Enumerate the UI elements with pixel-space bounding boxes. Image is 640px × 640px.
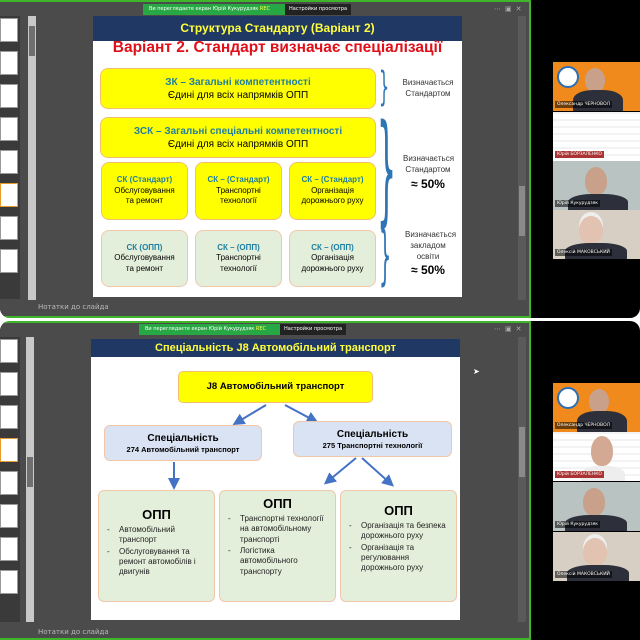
- more-icon[interactable]: ⋯: [494, 325, 505, 333]
- sk-opp-box: СК – (ОПП)Організація дорожнього руху: [289, 230, 376, 287]
- slide-thumbnail[interactable]: [0, 372, 18, 396]
- slide-thumbnail[interactable]: [0, 216, 18, 240]
- sk-standard-box: СК (Стандарт)Обслуговування та ремонт: [101, 162, 188, 220]
- fullscreen-icon[interactable]: ▣: [505, 325, 516, 333]
- connector-arrows: [168, 404, 394, 490]
- rec-indicator: REC: [255, 326, 267, 332]
- mouse-cursor-icon: ➤: [473, 367, 480, 376]
- sk-standard-box: СК – (Стандарт)Транспортні технології: [195, 162, 282, 220]
- share-viewer: Ви переглядаєте екран Юрій Кукурудзяк RE…: [0, 321, 531, 640]
- participant-tile[interactable]: Юрій Кукурудзяк: [553, 161, 640, 210]
- arrow: [284, 404, 319, 423]
- zsk-box: ЗСК – Загальні спеціальні компетентності…: [100, 117, 376, 158]
- more-icon[interactable]: ⋯: [494, 5, 505, 13]
- participant-name: Олександр ЧЕРНОВОЛ: [555, 101, 613, 108]
- participant-tile[interactable]: Юрій Кукурудзяк: [553, 482, 640, 531]
- thumbnail-scrollbar[interactable]: [28, 16, 36, 300]
- participant-name: Юрій Кукурудзяк: [555, 521, 601, 528]
- brace-icon: }: [377, 100, 397, 239]
- slide-1: Структура Стандарту (Варіант 2) Варіант …: [93, 16, 462, 297]
- brace-icon: }: [379, 64, 390, 110]
- view-settings-button[interactable]: Настройки просмотра: [285, 4, 352, 15]
- slide-notes[interactable]: Нотатки до слайда: [38, 303, 109, 311]
- note-institution-50: Визначається закладом освіти≈ 50%: [405, 230, 457, 278]
- slide-scrollbar[interactable]: [518, 16, 526, 300]
- opp-box: ОППТранспортні технології на автомобільн…: [219, 490, 336, 602]
- slide-notes[interactable]: Нотатки до слайда: [38, 628, 109, 636]
- participant-tile[interactable]: Олександр ЧЕРНОВОЛ: [553, 62, 640, 111]
- slide-thumbnail[interactable]: [0, 537, 18, 561]
- slide-thumbnail[interactable]: [0, 18, 18, 42]
- slide-thumbnail-selected[interactable]: [0, 438, 18, 462]
- participant-name: Олексій МАКОВСЬКИЙ: [555, 571, 612, 578]
- participant-name: Олександр ЧЕРНОВОЛ: [555, 422, 613, 429]
- window-controls[interactable]: ⋯▣✕: [494, 325, 526, 333]
- share-viewer: Ви переглядаєте екран Юрій Кукурудзяк RE…: [0, 0, 531, 318]
- participant-tile[interactable]: Олексій МАКОВСЬКИЙ: [553, 210, 640, 259]
- slide-thumbnails[interactable]: [0, 337, 20, 622]
- participant-name: Юрій БОРЗАЛЕНКО: [555, 471, 604, 478]
- close-icon[interactable]: ✕: [515, 325, 526, 333]
- brace-icon: }: [379, 219, 392, 293]
- participant-name: Олексій МАКОВСЬКИЙ: [555, 249, 612, 256]
- slide-thumbnail[interactable]: [0, 405, 18, 429]
- slide-thumbnail[interactable]: [0, 339, 18, 363]
- slide-thumbnail-selected[interactable]: [0, 183, 18, 207]
- slide-scrollbar[interactable]: [518, 337, 526, 622]
- participant-tile[interactable]: Юрій БОРЗАЛЕНКО: [553, 112, 640, 161]
- slide-thumbnail[interactable]: [0, 504, 18, 528]
- slide-thumbnail[interactable]: [0, 51, 18, 75]
- fullscreen-icon[interactable]: ▣: [505, 5, 516, 13]
- opp-item: Автомобільний транспорт: [105, 525, 208, 546]
- screen-share-window-1: Ви переглядаєте екран Юрій Кукурудзяк RE…: [0, 0, 640, 318]
- slide-thumbnails[interactable]: [0, 16, 20, 299]
- sk-standard-box: СК – (Стандарт)Організація дорожнього ру…: [289, 162, 376, 220]
- slide-thumbnail[interactable]: [0, 150, 18, 174]
- note-standard-50: Визначається Стандартом≈ 50%: [403, 154, 455, 191]
- opp-item: Транспортні технології на автомобільному…: [226, 514, 329, 545]
- slide-thumbnail[interactable]: [0, 570, 18, 594]
- slide-thumbnail[interactable]: [0, 84, 18, 108]
- participant-tile[interactable]: Юрій БОРЗАЛЕНКО: [553, 432, 640, 481]
- screen-share-window-2: Ви переглядаєте екран Юрій Кукурудзяк RE…: [0, 321, 640, 640]
- opp-item: Обслуговування та ремонт автомобілів і д…: [105, 547, 208, 578]
- slide-thumbnail[interactable]: [0, 249, 18, 273]
- slide-header: Структура Стандарту (Варіант 2): [93, 16, 462, 41]
- arrow: [323, 457, 357, 485]
- slide-title: Варіант 2. Стандарт визначає спеціалізац…: [112, 39, 443, 56]
- thumbnail-scrollbar[interactable]: [26, 337, 34, 622]
- opp-box: ОППАвтомобільний транспортОбслуговування…: [98, 490, 215, 602]
- root-box: J8 Автомобільний транспорт: [178, 371, 373, 403]
- participant-tile[interactable]: Олександр ЧЕРНОВОЛ: [553, 383, 640, 432]
- slide-2: Спеціальність J8 Автомобільний транспорт…: [91, 339, 460, 620]
- slide-thumbnail[interactable]: [0, 471, 18, 495]
- opp-item: Організація та безпека дорожнього руху: [347, 521, 450, 542]
- sharing-banner: Ви переглядаєте екран Юрій Кукурудзяк RE…: [139, 324, 283, 335]
- participant-name: Юрій БОРЗАЛЕНКО: [555, 151, 604, 158]
- arrow: [361, 457, 394, 487]
- opp-box: ОППОрганізація та безпека дорожнього рух…: [340, 490, 457, 602]
- participant-name: Юрій Кукурудзяк: [555, 200, 601, 207]
- opp-item: Логістика автомобільного транспорту: [226, 546, 329, 577]
- close-icon[interactable]: ✕: [515, 5, 526, 13]
- note-standard: Визначається Стандартом: [402, 78, 454, 98]
- sharing-banner: Ви переглядаєте екран Юрій Кукурудзяк RE…: [143, 4, 285, 15]
- view-settings-button[interactable]: Настройки просмотра: [280, 324, 347, 335]
- sk-opp-box: СК – (ОПП)Транспортні технології: [195, 230, 282, 287]
- window-controls[interactable]: ⋯▣✕: [494, 5, 526, 13]
- rec-indicator: REC: [259, 6, 271, 12]
- arrow: [232, 404, 267, 426]
- slide-thumbnail[interactable]: [0, 117, 18, 141]
- opp-item: Організація та регулювання дорожнього ру…: [347, 543, 450, 574]
- slide-header: Спеціальність J8 Автомобільний транспорт: [91, 339, 460, 357]
- participant-tile[interactable]: Олексій МАКОВСЬКИЙ: [553, 532, 640, 581]
- sk-opp-box: СК (ОПП)Обслуговування та ремонт: [101, 230, 188, 287]
